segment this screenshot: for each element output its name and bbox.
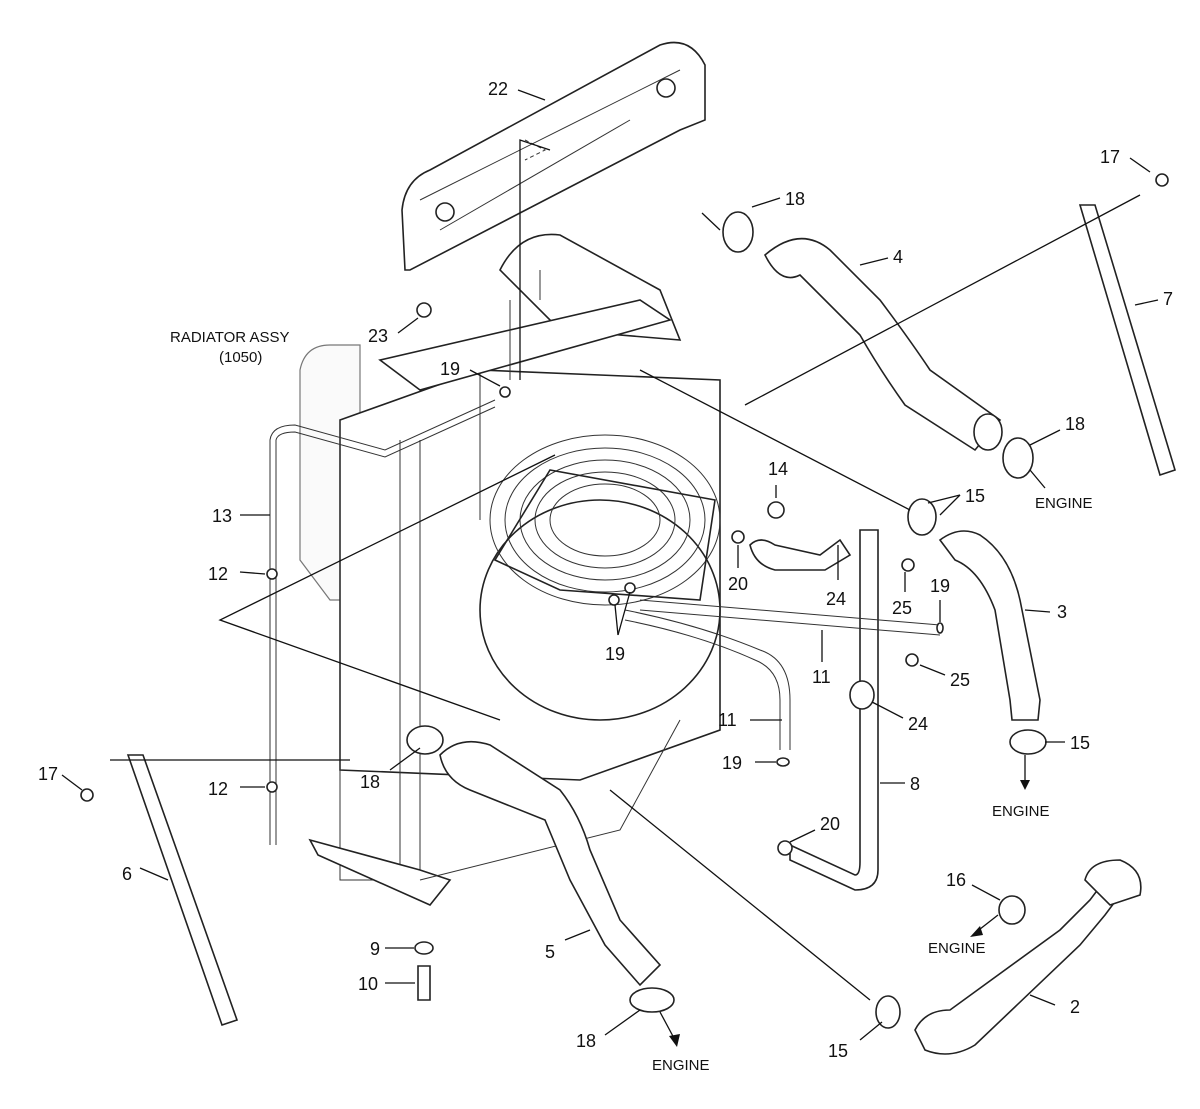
callout-18-top: 18	[785, 189, 805, 209]
hose-3	[938, 530, 1041, 721]
radiator-assy-label: RADIATOR ASSY	[170, 329, 289, 346]
engine-label-3: ENGINE	[928, 940, 986, 957]
stay-7	[1078, 204, 1176, 477]
radiator-assy-code: (1050)	[219, 349, 262, 366]
callout-18-bottom: 18	[576, 1031, 596, 1051]
callout-15-c: 15	[828, 1041, 848, 1061]
callout-22: 22	[488, 79, 508, 99]
engine-label-1: ENGINE	[1035, 495, 1093, 512]
tube-11	[624, 599, 941, 750]
hose-24	[749, 538, 852, 571]
callout-8: 8	[910, 774, 920, 794]
callout-16: 16	[946, 870, 966, 890]
callout-7: 7	[1163, 289, 1173, 309]
callout-25-b: 25	[950, 670, 970, 690]
overflow-tube-13	[269, 399, 496, 845]
callout-labels: 22 17 18 4 7 23 RADIATOR ASSY (1050) 19 …	[38, 79, 1173, 1074]
callout-2: 2	[1070, 997, 1080, 1017]
callout-9: 9	[370, 939, 380, 959]
callout-18-left: 18	[360, 772, 380, 792]
callout-19-c: 19	[605, 644, 625, 664]
callout-20-a: 20	[728, 574, 748, 594]
fan-guard	[479, 434, 721, 721]
callout-12-b: 12	[208, 779, 228, 799]
callout-15-b: 15	[1070, 733, 1090, 753]
callout-15-a: 15	[965, 486, 985, 506]
callout-13: 13	[212, 506, 232, 526]
upper-hose-4	[764, 237, 1003, 452]
callout-10: 10	[358, 974, 378, 994]
callout-11-a: 11	[812, 667, 831, 687]
engine-label-4: ENGINE	[652, 1057, 710, 1074]
callout-20-b: 20	[820, 814, 840, 834]
stay-6	[126, 754, 239, 1027]
callout-24-a: 24	[826, 589, 846, 609]
callout-19-d: 19	[722, 753, 742, 773]
callout-23: 23	[368, 326, 388, 346]
callout-6: 6	[122, 864, 132, 884]
callout-5: 5	[545, 942, 555, 962]
callout-25-a: 25	[892, 598, 912, 618]
callout-18-right: 18	[1065, 414, 1085, 434]
callout-24-b: 24	[908, 714, 928, 734]
engine-label-2: ENGINE	[992, 803, 1050, 820]
leader-lines	[110, 139, 1141, 1001]
callout-4: 4	[893, 247, 903, 267]
callout-12-a: 12	[208, 564, 228, 584]
pipe-8	[789, 529, 879, 891]
lower-hose-5	[439, 740, 662, 987]
callout-17-left: 17	[38, 764, 58, 784]
callout-19-b: 19	[930, 576, 950, 596]
callout-19-a: 19	[440, 359, 460, 379]
upper-bracket-22	[401, 41, 706, 271]
callout-3: 3	[1057, 602, 1067, 622]
bolts-and-washers	[80, 173, 1169, 1001]
hose-clamps	[406, 211, 1047, 1029]
callout-17-top: 17	[1100, 147, 1120, 167]
callout-14: 14	[768, 459, 788, 479]
callout-11-b: 11	[718, 710, 737, 730]
lower-hose-2	[914, 859, 1142, 1055]
